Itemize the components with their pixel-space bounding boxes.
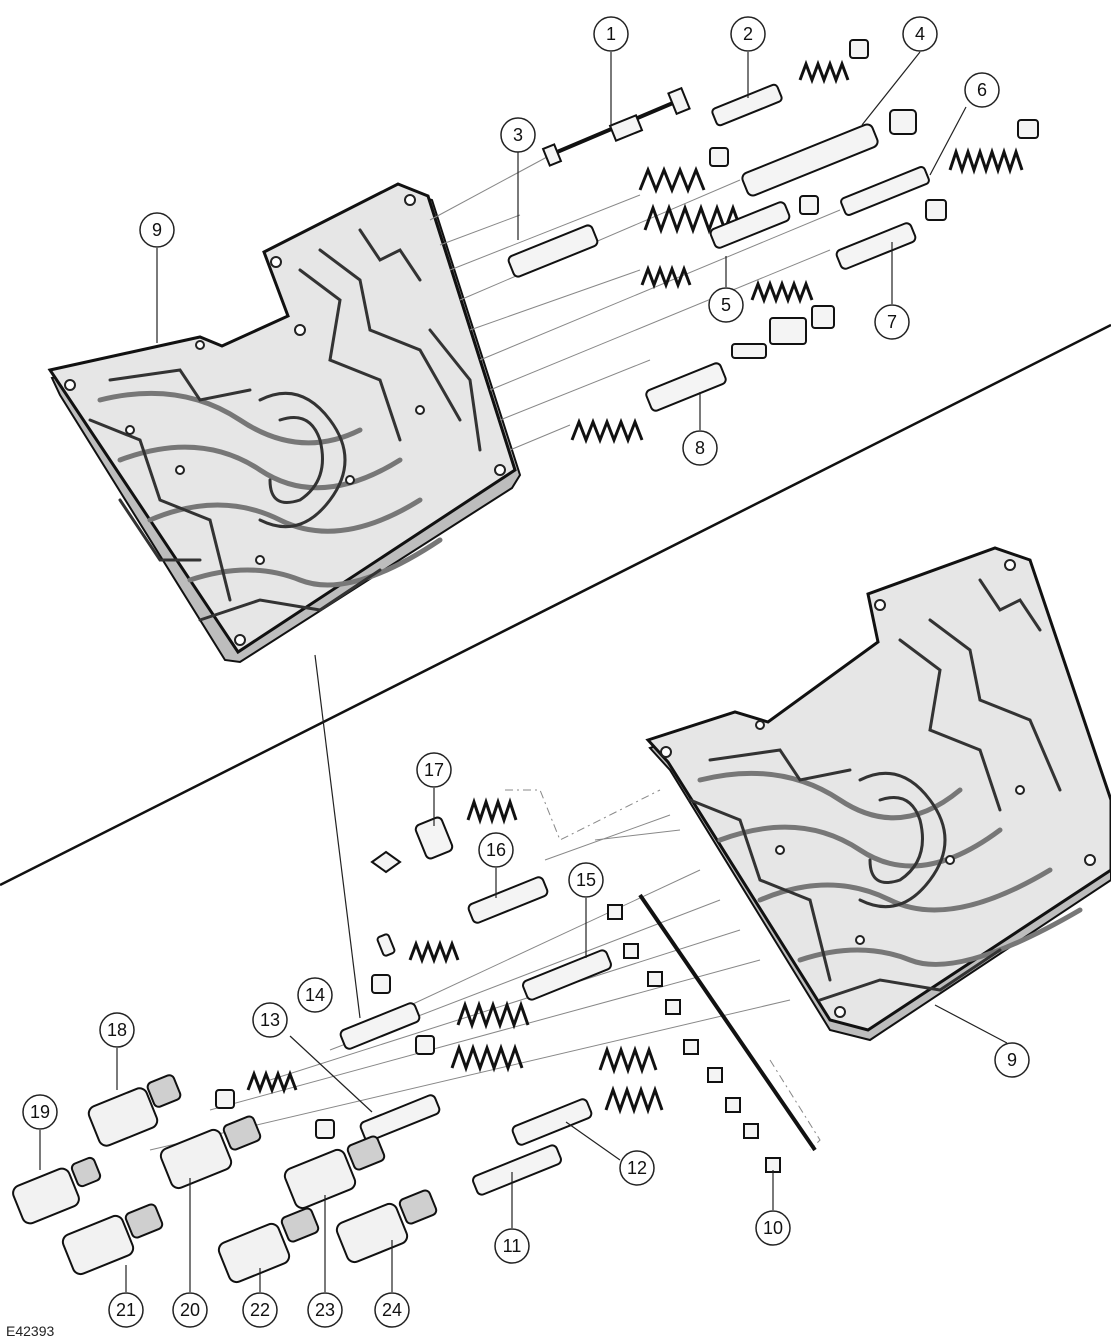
svg-text:22: 22	[250, 1300, 270, 1320]
part-14-valve	[339, 933, 460, 1050]
svg-text:19: 19	[30, 1102, 50, 1122]
part-15-valve	[522, 949, 612, 1001]
callout-4: 4	[902, 16, 938, 52]
svg-text:10: 10	[763, 1218, 783, 1238]
svg-text:4: 4	[915, 24, 925, 44]
svg-text:14: 14	[305, 985, 325, 1005]
callout-21: 21	[108, 1292, 144, 1328]
upper-valve-components	[507, 39, 1039, 445]
svg-text:20: 20	[180, 1300, 200, 1320]
callout-6: 6	[964, 72, 1000, 108]
part-18-solenoid	[87, 1074, 182, 1147]
svg-text:24: 24	[382, 1300, 402, 1320]
part-17-valve	[370, 797, 518, 874]
callout-23: 23	[307, 1292, 343, 1328]
part-3-valve	[507, 147, 729, 278]
svg-text:17: 17	[424, 760, 444, 780]
svg-text:15: 15	[576, 870, 596, 890]
svg-text:13: 13	[260, 1010, 280, 1030]
part-6-valve	[840, 119, 1039, 221]
figure-id: E42393	[6, 1323, 54, 1339]
part-22-solenoid	[217, 1207, 320, 1284]
svg-text:16: 16	[486, 840, 506, 860]
svg-text:5: 5	[721, 295, 731, 315]
callout-20: 20	[172, 1292, 208, 1328]
callout-9-lower: 9	[994, 1042, 1030, 1078]
part-24-solenoid	[335, 1189, 438, 1264]
svg-text:11: 11	[503, 1236, 522, 1256]
part-13-valve	[359, 1094, 441, 1142]
callout-9-upper: 9	[139, 212, 175, 248]
part-16-valve	[467, 876, 549, 924]
callout-16: 16	[478, 832, 514, 868]
part-19-solenoid	[12, 1156, 102, 1225]
part-20-solenoid	[159, 1115, 262, 1190]
section-separator-line	[0, 323, 1111, 887]
part-1-pin	[541, 86, 691, 167]
part-23-solenoid	[283, 1135, 386, 1210]
upper-valve-body-plate	[47, 182, 522, 664]
part-10-plate-screws	[607, 893, 817, 1173]
lower-valve-components	[215, 797, 817, 1196]
callout-13: 13	[252, 1002, 288, 1038]
svg-text:21: 21	[116, 1300, 136, 1320]
leader-lines	[39, 51, 1008, 1292]
part-11-valve	[472, 1144, 562, 1196]
callout-8: 8	[682, 430, 718, 466]
part-4-valve	[643, 109, 917, 235]
callout-5: 5	[708, 287, 744, 323]
svg-text:12: 12	[627, 1158, 647, 1178]
svg-text:3: 3	[513, 125, 523, 145]
svg-text:9: 9	[1007, 1050, 1017, 1070]
svg-text:18: 18	[107, 1020, 127, 1040]
svg-text:9: 9	[152, 220, 162, 240]
svg-text:1: 1	[606, 24, 616, 44]
part-7-valve	[750, 222, 917, 345]
callout-1: 1	[593, 16, 629, 52]
callout-19: 19	[22, 1094, 58, 1130]
part-12-valve	[511, 1098, 593, 1146]
callout-18: 18	[99, 1012, 135, 1048]
callout-15: 15	[568, 862, 604, 898]
springs-mid	[215, 1000, 664, 1139]
svg-text:2: 2	[743, 24, 753, 44]
callout-22: 22	[242, 1292, 278, 1328]
callout-14: 14	[297, 977, 333, 1013]
callout-24: 24	[374, 1292, 410, 1328]
solenoids	[12, 1074, 438, 1284]
callout-2: 2	[730, 16, 766, 52]
svg-text:23: 23	[315, 1300, 335, 1320]
svg-text:8: 8	[695, 438, 705, 458]
part-21-solenoid	[61, 1203, 164, 1276]
part-5-valve	[640, 195, 819, 290]
callout-11: 11	[494, 1228, 530, 1264]
lower-valve-body-plate	[645, 546, 1111, 1042]
upper-assembly-lines	[429, 149, 841, 451]
callout-12: 12	[619, 1150, 655, 1186]
callout-3: 3	[500, 117, 536, 153]
part-8-valve	[570, 343, 767, 445]
callout-17: 17	[416, 752, 452, 788]
callout-10: 10	[755, 1210, 791, 1246]
part-2-valve	[711, 39, 869, 127]
svg-text:6: 6	[977, 80, 987, 100]
svg-text:7: 7	[887, 312, 897, 332]
callout-7: 7	[874, 304, 910, 340]
